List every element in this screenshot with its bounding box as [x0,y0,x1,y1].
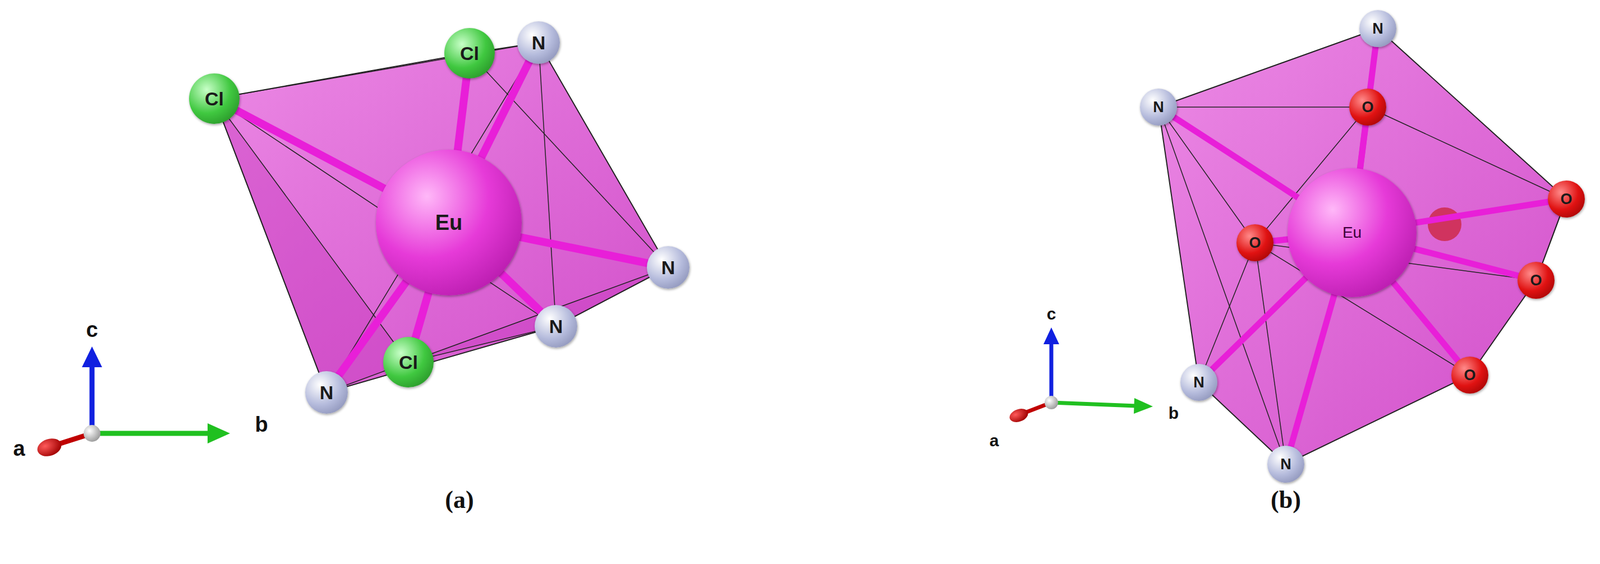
bond [414,290,430,341]
atom-symbol: Cl [398,351,418,374]
atom-symbol: Cl [460,42,480,65]
atom-symbol: N [531,31,546,54]
bond [1391,281,1460,363]
ligand-atom: N [305,371,348,415]
axis-label: a [989,431,1000,451]
atom-symbol: O [1361,98,1374,117]
bond [1210,276,1308,372]
atom-symbol: N [1372,20,1384,38]
ligand-atom: Cl [444,28,495,79]
metal-atom: Eu [375,149,522,296]
bond [499,272,543,314]
atom-symbol: Eu [1342,223,1362,242]
atom-symbol: N [319,382,334,404]
atom-symbol: N [1152,98,1165,117]
ligand-atom: N [1139,88,1177,126]
atom-symbol: O [1529,272,1542,290]
ligand-atom: O [1547,180,1585,218]
bond [1171,116,1300,200]
atom-symbol: N [549,315,564,338]
bond [457,76,467,153]
axis-label: b [254,412,268,438]
axis-triad-b [1007,327,1153,425]
bond [1413,201,1551,223]
panel-caption: (a) [444,485,474,515]
atom-symbol: N [1280,456,1292,474]
bond [517,236,650,264]
axis-label: c [85,318,98,343]
ligand-atom: N [534,305,578,348]
bond [1412,248,1520,277]
polyhedron-a [214,42,669,393]
ligand-atom: Cl [189,73,240,124]
axis-label: c [1046,304,1057,324]
ligand-atom: O [1236,224,1274,262]
ligand-atom: Cl [383,337,434,388]
axis-label: b [1168,403,1179,424]
atom-symbol: N [661,256,676,279]
ligand-atom: N [646,246,690,289]
bond [1271,238,1291,242]
atom-symbol: O [1463,366,1476,385]
bond [1290,292,1336,449]
metal-atom: Eu [1287,168,1417,298]
panel-caption: (b) [1270,485,1301,515]
atom-symbol: Eu [435,210,463,236]
ligand-atom: O [1451,356,1489,394]
bond [234,109,386,190]
ligand-atom: N [1267,446,1305,484]
ligand-atom: N [1359,10,1397,48]
polyhedron-b [1158,28,1567,465]
ligand-atom: O [1349,88,1387,126]
bond [1359,44,1376,172]
atom-symbol: N [1193,374,1205,392]
atom-symbol: Cl [204,88,224,110]
ligand-atom: N [1180,364,1218,402]
ligand-atom: O [1517,261,1555,300]
atom-symbol: O [1560,190,1572,209]
axis-triad-a [34,346,231,460]
bond [1359,123,1367,172]
bond [480,59,531,160]
atom-symbol: O [1248,234,1261,252]
axis-label: a [12,437,25,462]
ligand-atom: N [517,21,560,64]
